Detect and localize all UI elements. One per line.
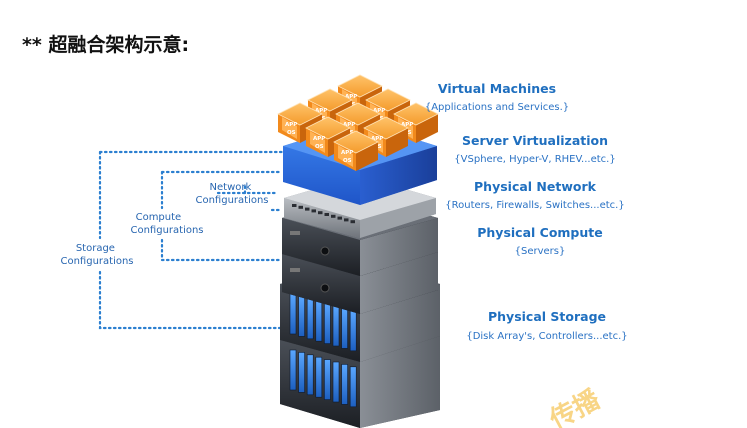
disk-drive <box>324 303 331 344</box>
disk-drive <box>298 296 305 337</box>
switch-port <box>324 213 329 216</box>
config-brackets <box>98 150 284 330</box>
disk-drive <box>298 352 305 393</box>
layer-title-storage: Physical Storage <box>488 309 606 324</box>
disk-drive <box>341 364 348 405</box>
disk-drive <box>332 305 340 347</box>
layer-title-virt: Server Virtualization <box>462 133 608 148</box>
vm-cube: APP OS <box>333 130 379 171</box>
layer-sub-vm: {Applications and Services.} <box>425 102 569 113</box>
disk-drive <box>315 356 323 398</box>
storage-config-label: Storage Configurations <box>60 243 133 267</box>
disk-drive <box>306 354 314 396</box>
disk-drive <box>289 349 297 391</box>
layer-sub-virt: {VSphere, Hyper-V, RHEV...etc.} <box>454 154 615 165</box>
virtual-machines-layer: APPOSAPPOSAPPOSAPPOSAPPOSAPPOSAPPOSAPPOS… <box>277 74 439 171</box>
layer-title-network: Physical Network <box>474 179 597 194</box>
vm-app-label: APP <box>345 94 357 100</box>
switch-port <box>305 207 310 211</box>
vm-os-label: OS <box>287 130 296 136</box>
disk-drive <box>306 298 314 340</box>
disk-drive <box>289 293 297 335</box>
switch-port <box>331 214 336 218</box>
storage-config-bracket <box>98 150 284 330</box>
switch-port <box>350 220 355 224</box>
vm-app-label: APP <box>313 136 325 142</box>
layer-title-vm: Virtual Machines <box>438 81 556 96</box>
disk-drive <box>315 300 323 342</box>
vm-app-label: APP <box>373 108 385 114</box>
vm-cube: APP OS <box>277 102 323 143</box>
network-config-bracket <box>216 181 284 212</box>
switch-port <box>311 209 316 213</box>
storage-array-lower <box>280 336 440 428</box>
compute-config-label: Compute Configurations <box>130 212 203 236</box>
vm-os-label: OS <box>343 158 352 164</box>
layer-sub-storage: {Disk Array's, Controllers...etc.} <box>466 331 627 342</box>
disk-drive <box>349 310 357 352</box>
vm-app-label: APP <box>371 136 383 142</box>
disk-drive <box>341 308 348 349</box>
compute-server-lower <box>282 252 438 314</box>
compute-config-bracket <box>160 170 284 262</box>
switch-port <box>292 204 297 207</box>
disk-drive <box>324 359 331 400</box>
vm-app-label: APP <box>285 122 297 128</box>
layer-sub-compute: {Servers} <box>515 246 566 257</box>
vm-app-label: APP <box>343 122 355 128</box>
layer-title-compute: Physical Compute <box>477 225 603 240</box>
network-config-label: Network Configurations <box>195 182 268 206</box>
switch-port <box>337 216 342 220</box>
vm-os-label: OS <box>315 144 324 150</box>
switch-port <box>298 205 303 209</box>
vm-app-label: APP <box>315 108 327 114</box>
vm-app-label: APP <box>341 150 353 156</box>
layer-sub-network: {Routers, Firewalls, Switches...etc.} <box>445 200 624 211</box>
watermark: 传播 <box>544 384 606 428</box>
disk-drive <box>332 361 340 403</box>
switch-port <box>318 211 323 215</box>
layer-labels: Virtual Machines {Applications and Servi… <box>425 81 628 342</box>
switch-port <box>344 218 349 222</box>
vm-app-label: APP <box>401 122 413 128</box>
disk-drive <box>349 366 357 408</box>
page-title: ** 超融合架构示意: <box>22 34 190 56</box>
